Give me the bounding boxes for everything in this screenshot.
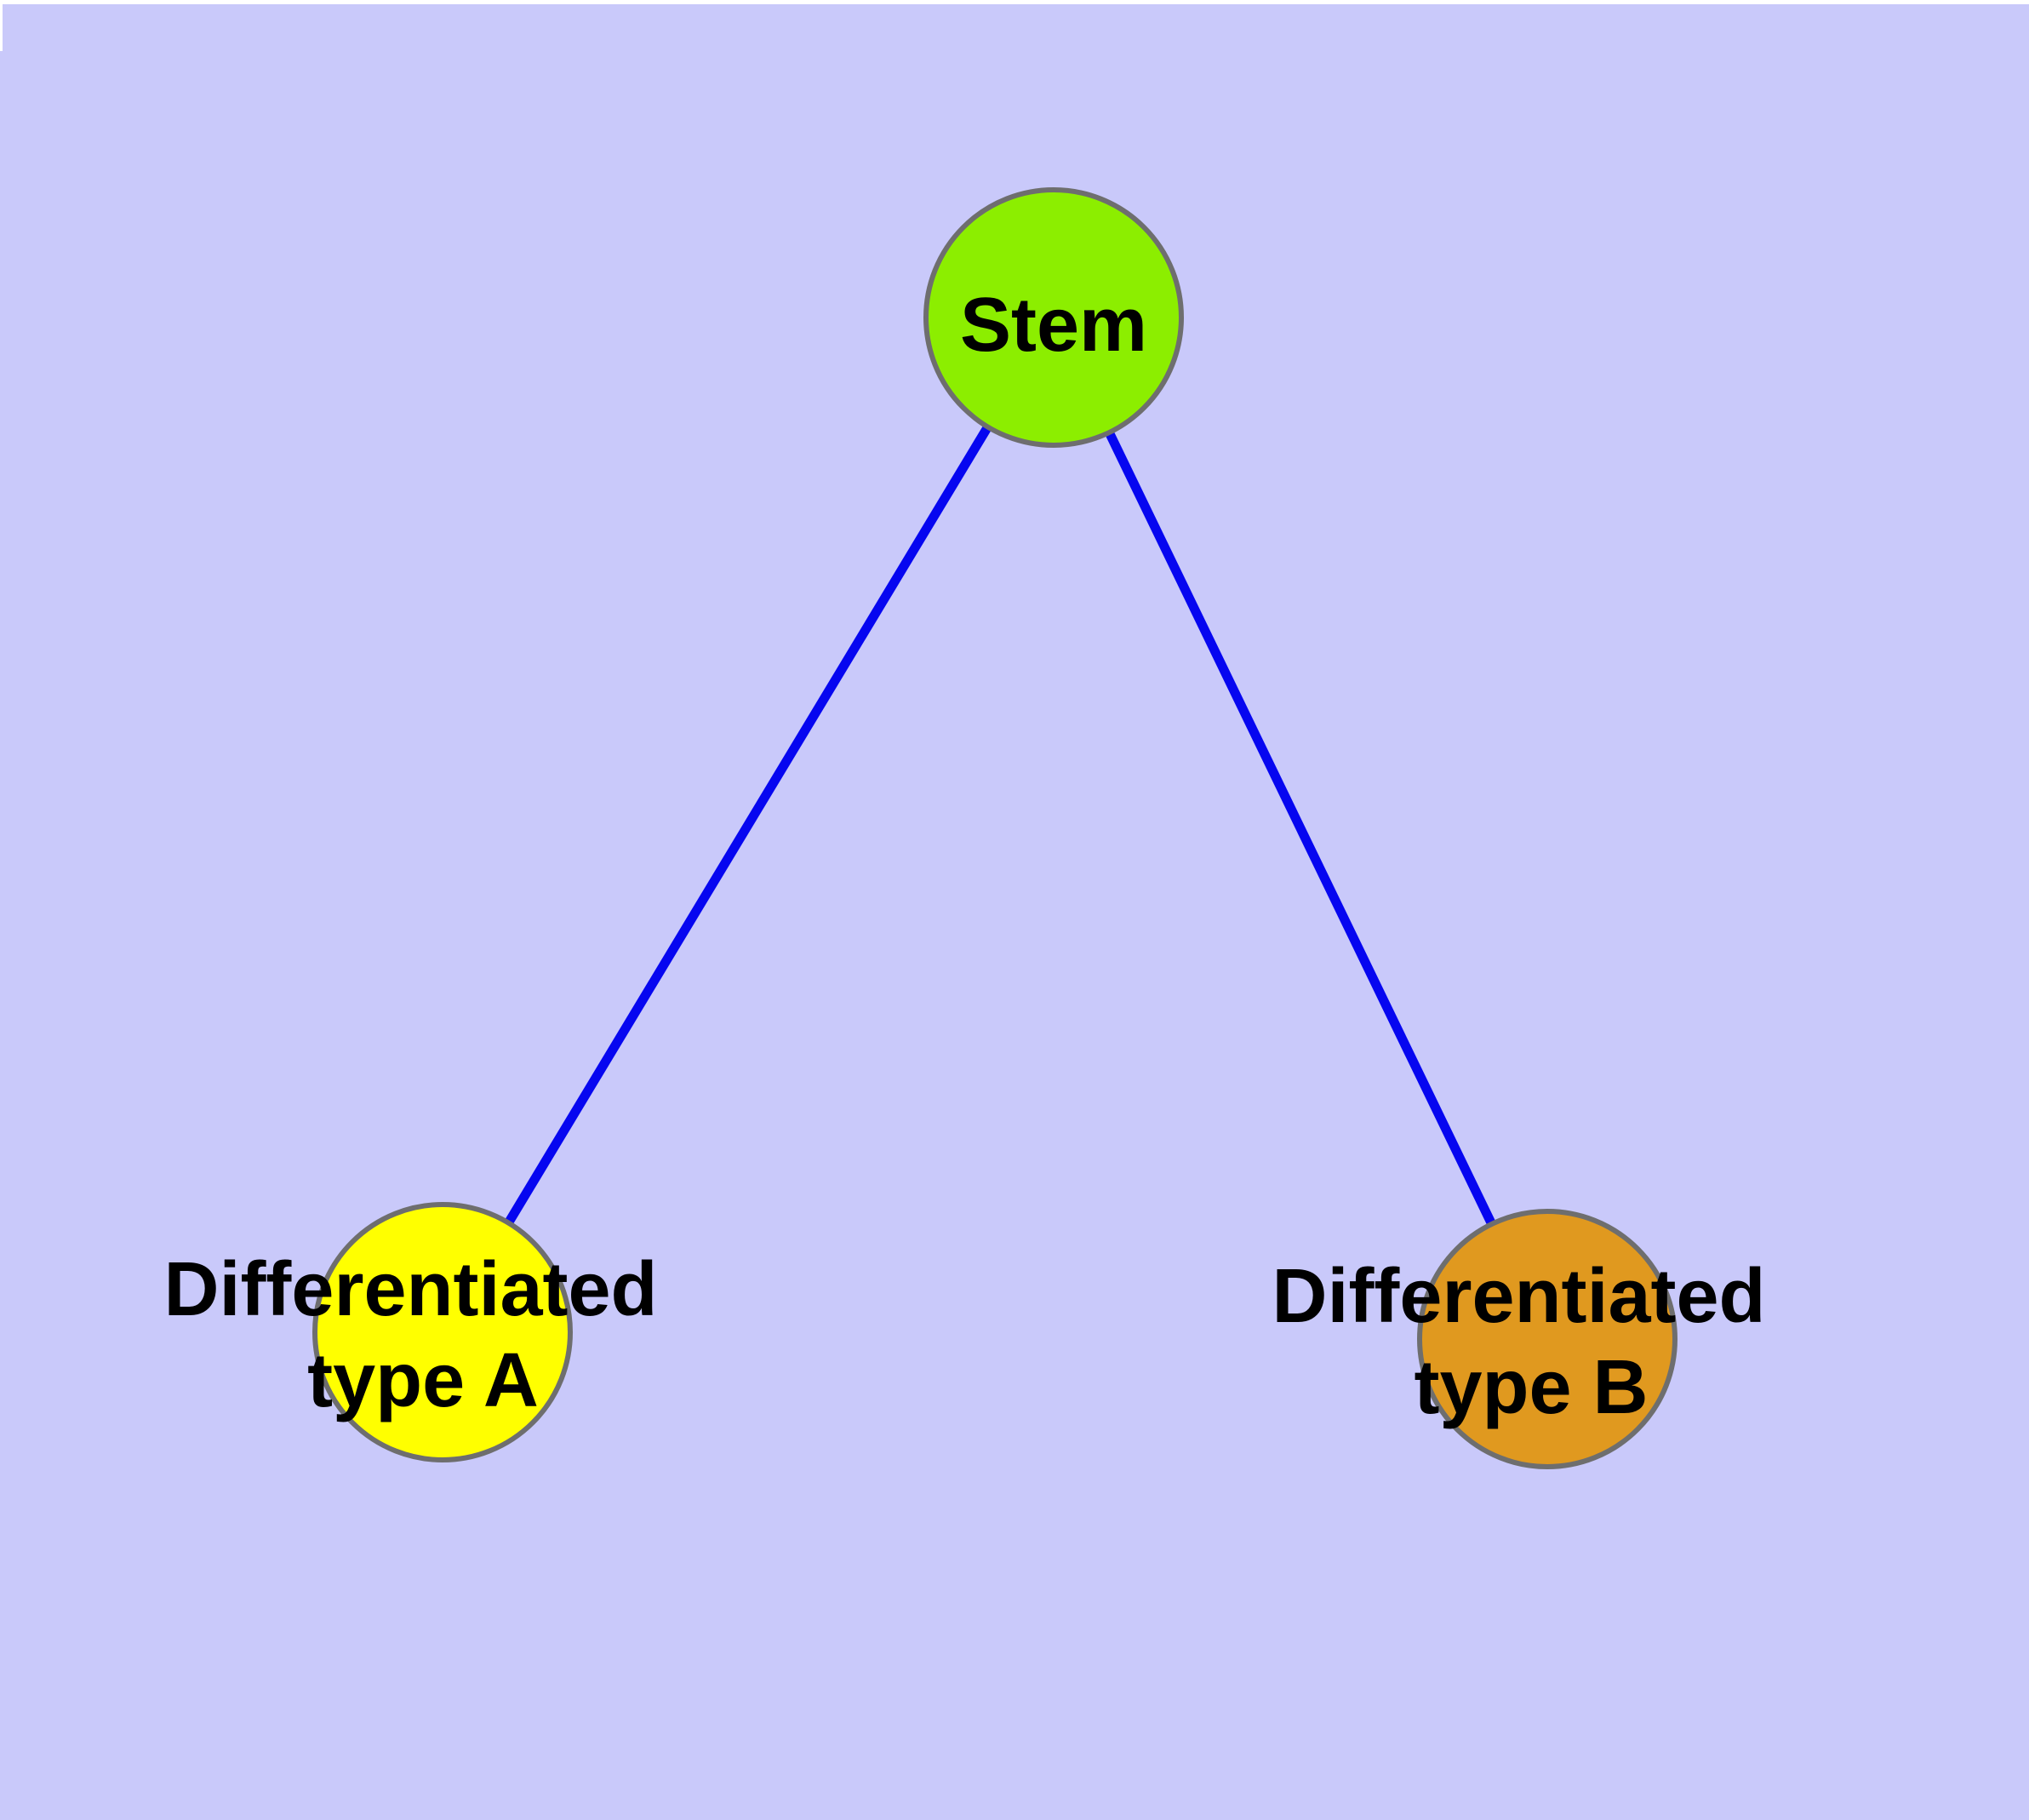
node-type-a-label-line1: Differentiated <box>163 1247 657 1332</box>
top-frame-strip <box>0 0 2029 4</box>
label-group: Stem Differentiated type A Differentiate… <box>163 283 1786 1430</box>
node-stem-label: Stem <box>960 283 1147 368</box>
node-type-a-label-line2: type A <box>307 1338 539 1423</box>
edge-group <box>438 315 1552 1342</box>
node-type-b-label-line1: Differentiated <box>1272 1254 1765 1339</box>
left-frame-strip <box>0 0 3 51</box>
node-type-a-label: Differentiated type A <box>163 1247 678 1423</box>
node-type-b-label-line2: type B <box>1414 1345 1648 1430</box>
node-type-a <box>312 1202 573 1462</box>
node-stem <box>923 187 1184 448</box>
edge-stem-to-type-b <box>1049 315 1552 1342</box>
node-type-b-label: Differentiated type B <box>1272 1254 1786 1430</box>
edge-stem-to-type-a <box>438 315 1058 1335</box>
node-group <box>312 187 1677 1469</box>
node-type-b <box>1417 1209 1677 1469</box>
